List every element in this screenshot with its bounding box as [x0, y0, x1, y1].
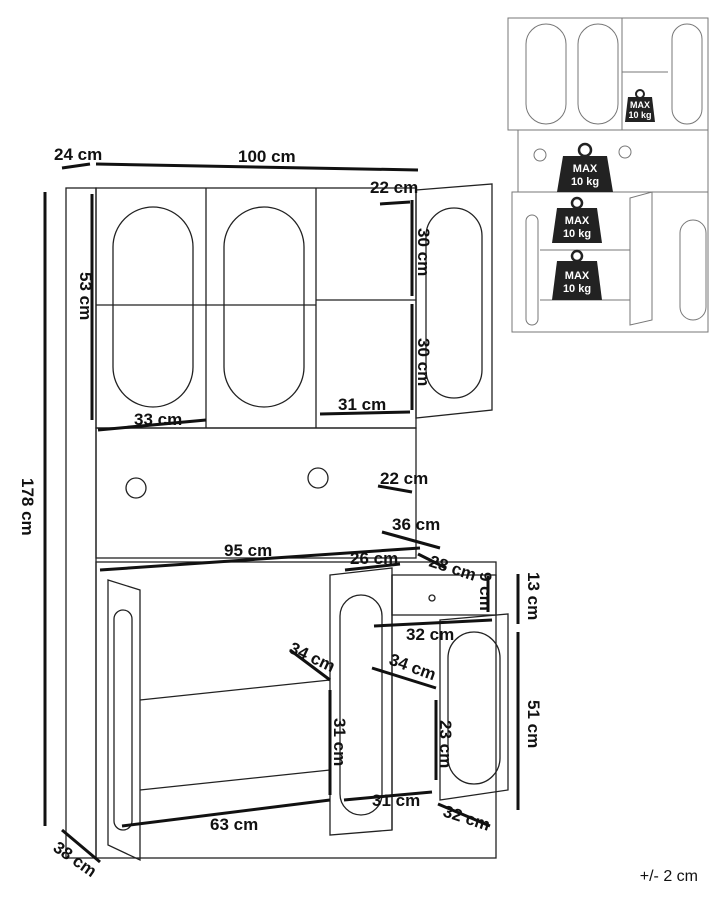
label-base-door-height: 51 cm	[524, 700, 543, 748]
label-depth-top: 24 cm	[54, 145, 102, 164]
label-shelf-depth-top: 22 cm	[370, 178, 418, 197]
label-middle-depth: 22 cm	[380, 469, 428, 488]
label-door-width-right: 32 cm	[441, 802, 493, 835]
label-inner-width-top: 31 cm	[338, 395, 386, 414]
label-total-height: 178 cm	[18, 478, 37, 536]
weight-icon: MAX 10 kg	[552, 249, 602, 300]
dimension-lines	[43, 162, 520, 864]
svg-text:10 kg: 10 kg	[628, 110, 651, 120]
load-capacity-thumbnail: MAX 10 kg MAX 10 kg MAX 10 kg MAX 10 kg	[507, 17, 709, 333]
label-inner-width-right: 31 cm	[372, 791, 420, 810]
label-drawer-width: 26 cm	[350, 549, 398, 568]
label-top-height: 53 cm	[76, 272, 95, 320]
weight-icon: MAX 10 kg	[625, 89, 655, 122]
svg-text:MAX: MAX	[573, 163, 598, 175]
label-base-width: 95 cm	[224, 541, 272, 560]
label-drawer-depth: 28 cm	[427, 552, 479, 585]
dimension-labels: 24 cm 100 cm 22 cm 30 cm 30 cm 53 cm 33 …	[18, 145, 543, 881]
svg-text:10 kg: 10 kg	[571, 176, 599, 188]
label-width-top: 100 cm	[238, 147, 296, 166]
svg-text:10 kg: 10 kg	[563, 228, 591, 240]
tolerance-note: +/- 2 cm	[639, 868, 698, 885]
label-door-width-small: 32 cm	[406, 625, 454, 644]
label-inner-height-right: 23 cm	[436, 720, 455, 768]
svg-text:MAX: MAX	[565, 270, 590, 282]
svg-text:MAX: MAX	[565, 215, 590, 227]
label-base-depth-side: 36 cm	[392, 515, 440, 534]
svg-text:10 kg: 10 kg	[563, 283, 591, 295]
label-drawer-height: 13 cm	[524, 572, 543, 620]
label-inner-width-left: 63 cm	[210, 815, 258, 834]
label-drawer-inner-height: 9 cm	[476, 572, 495, 611]
label-inner-height-left: 31 cm	[330, 718, 349, 766]
label-depth-base: 38 cm	[50, 838, 100, 881]
svg-text:MAX: MAX	[630, 100, 650, 110]
weight-icon: MAX 10 kg	[557, 142, 613, 192]
label-door-width-top: 33 cm	[134, 410, 182, 429]
label-compartment-lower: 30 cm	[414, 338, 433, 386]
weight-icon: MAX 10 kg	[552, 196, 602, 243]
cabinet-drawing	[65, 183, 509, 862]
label-compartment-upper: 30 cm	[414, 228, 433, 276]
